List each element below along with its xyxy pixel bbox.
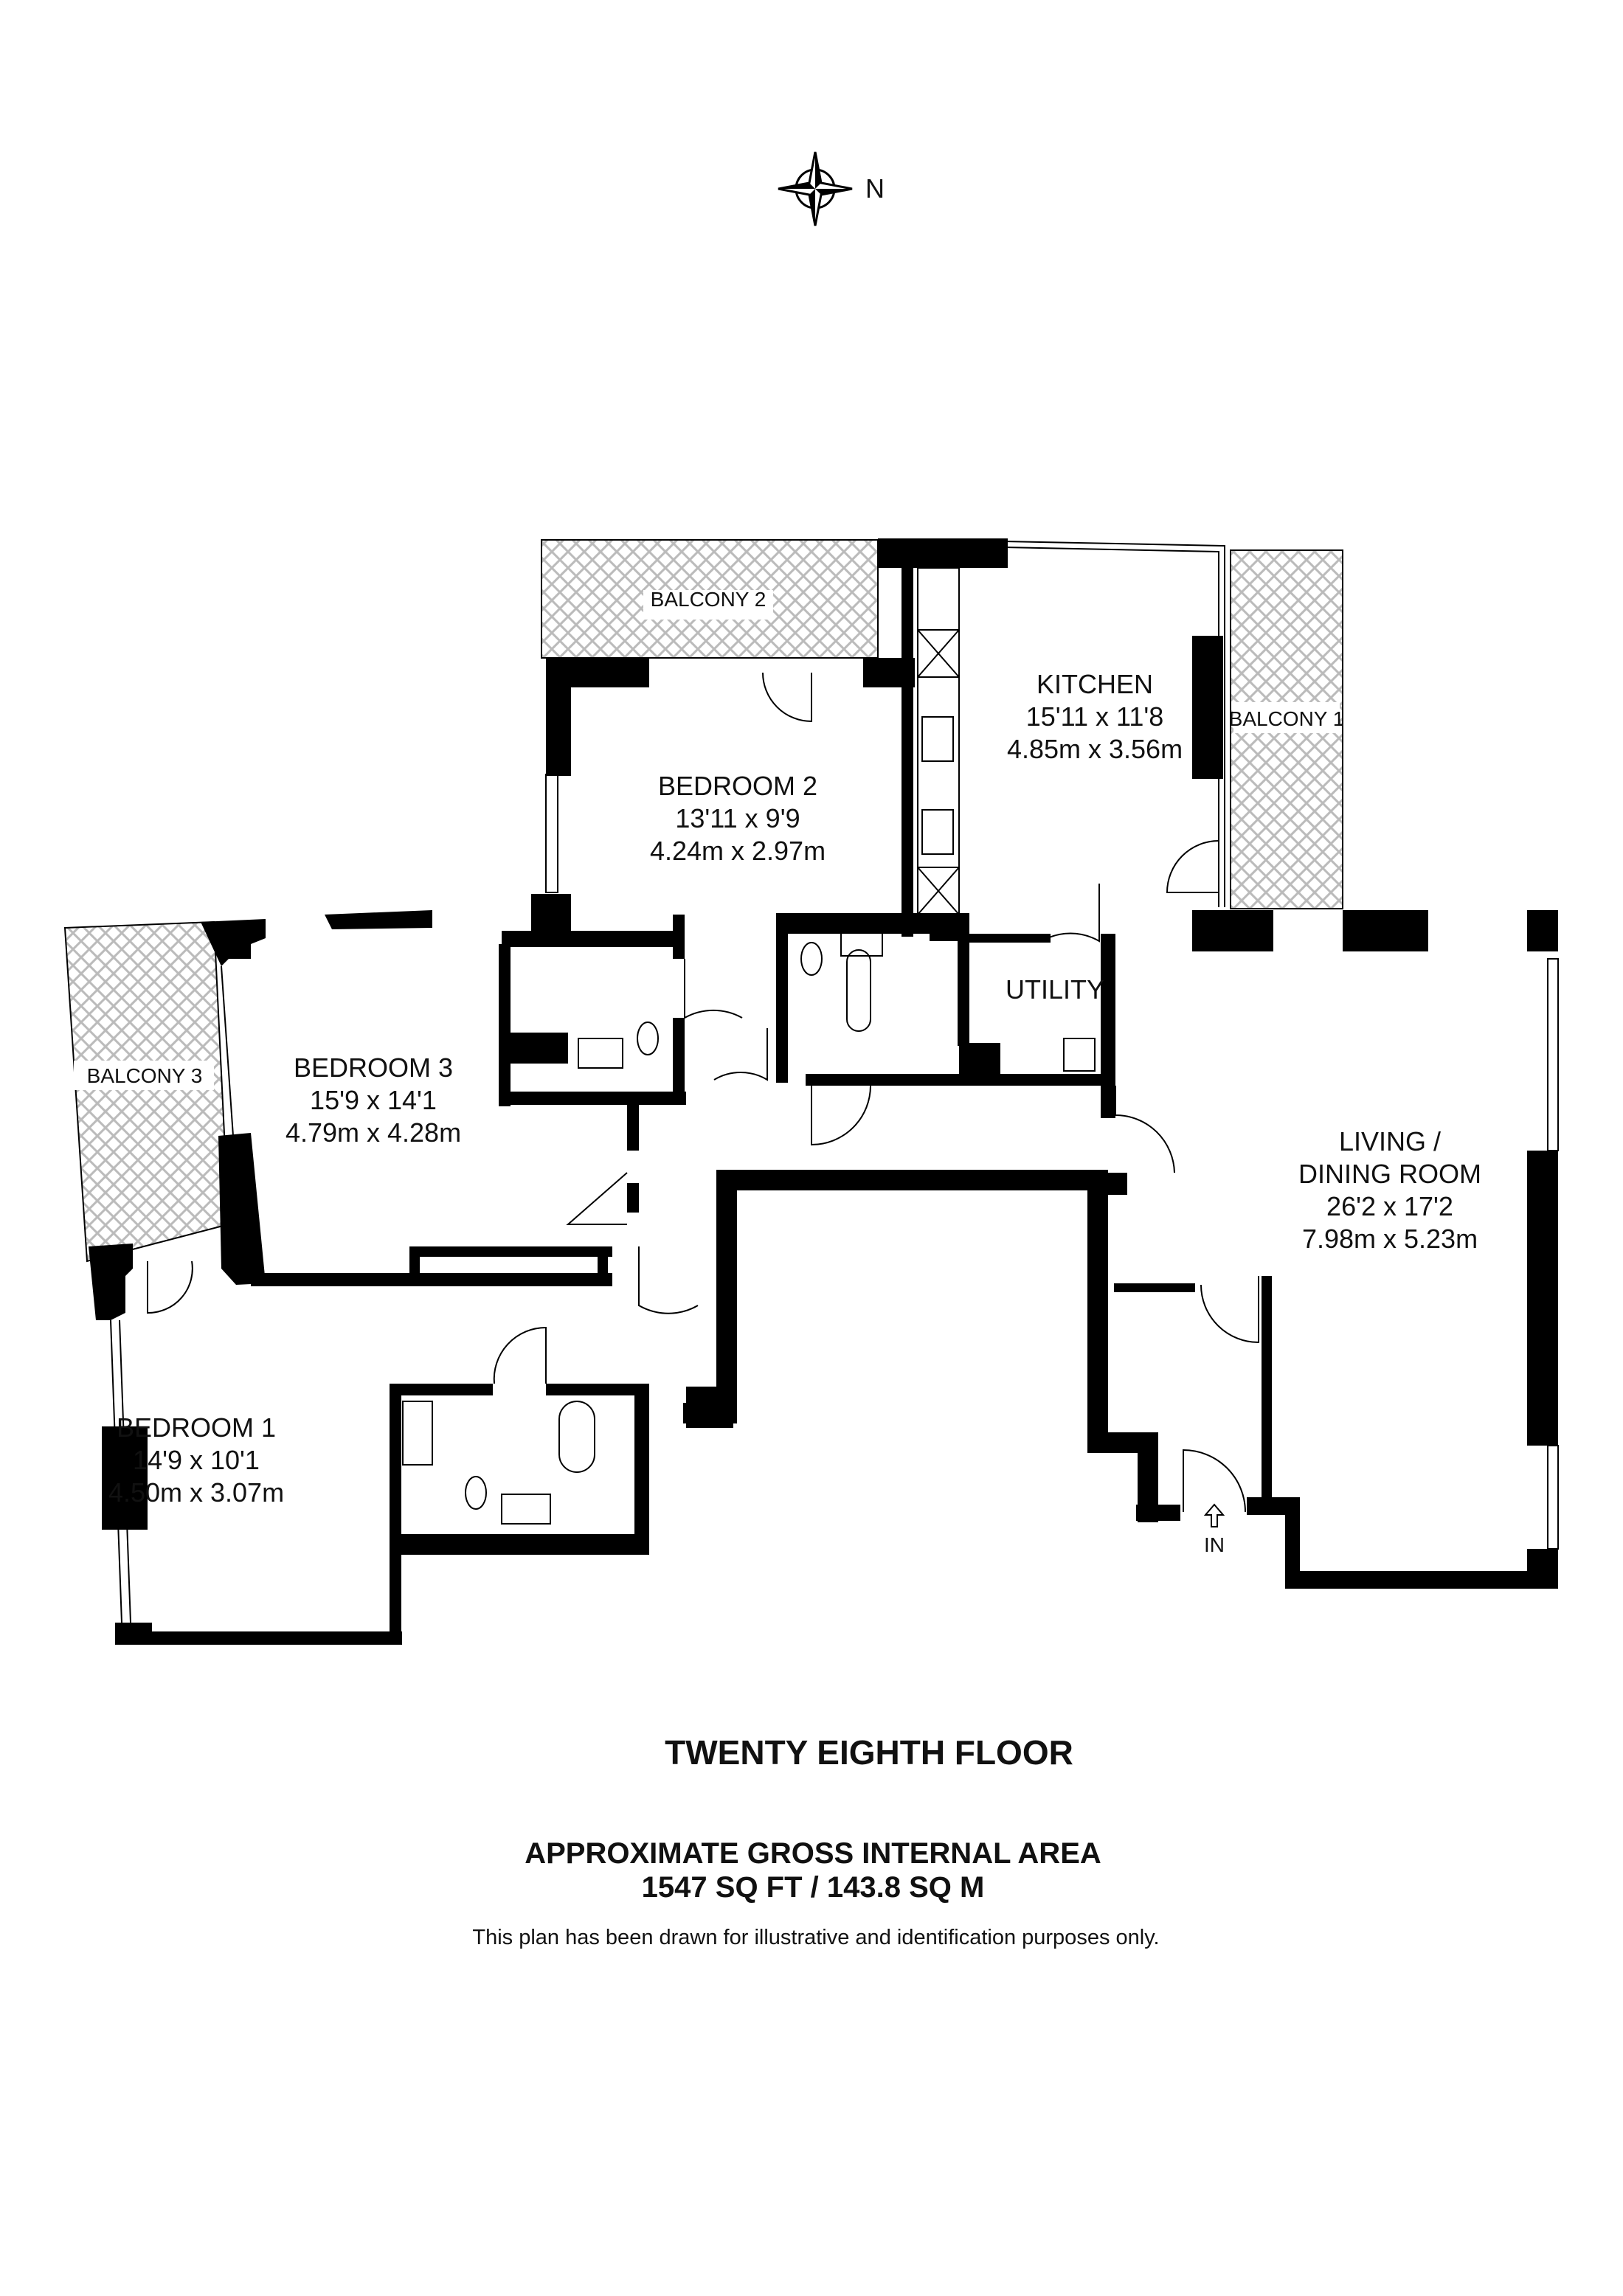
room-metric: 7.98m x 5.23m <box>1302 1224 1478 1254</box>
room-name-line-2: DINING ROOM <box>1298 1159 1481 1189</box>
room-name: LIVING / <box>1339 1126 1441 1156</box>
walls <box>89 538 1558 1645</box>
balcony-2-label: BALCONY 2 <box>651 588 766 611</box>
floor-title: TWENTY EIGHTH FLOOR <box>665 1733 1073 1772</box>
room-living-dining: LIVING / DINING ROOM 26'2 x 17'2 7.98m x… <box>1298 1126 1481 1254</box>
room-metric: 4.79m x 4.28m <box>286 1117 461 1148</box>
entrance-arrow-icon <box>1203 1503 1225 1527</box>
room-name: BEDROOM 1 <box>117 1412 276 1443</box>
room-name: BEDROOM 3 <box>294 1052 453 1083</box>
balcony-1-label: BALCONY 1 <box>1229 707 1345 730</box>
room-bedroom-1: BEDROOM 1 14'9 x 10'1 4.50m x 3.07m <box>108 1412 284 1508</box>
room-imperial: 15'9 x 14'1 <box>310 1085 437 1115</box>
room-name: BEDROOM 2 <box>658 771 817 801</box>
room-metric: 4.50m x 3.07m <box>108 1477 284 1508</box>
entrance-label: IN <box>1204 1533 1225 1556</box>
disclaimer: This plan has been drawn for illustrativ… <box>472 1926 1159 1949</box>
room-name: KITCHEN <box>1037 669 1153 699</box>
balcony-3-area <box>63 920 230 1263</box>
area-heading: APPROXIMATE GROSS INTERNAL AREA <box>525 1837 1101 1870</box>
balcony-3-label: BALCONY 3 <box>87 1064 203 1087</box>
room-bedroom-3: BEDROOM 3 15'9 x 14'1 4.79m x 4.28m <box>286 1052 461 1148</box>
room-kitchen: KITCHEN 15'11 x 11'8 4.85m x 3.56m <box>1007 669 1183 764</box>
door-swings <box>147 672 1259 1513</box>
room-bedroom-2: BEDROOM 2 13'11 x 9'9 4.24m x 2.97m <box>650 771 826 866</box>
compass-rose-icon <box>778 151 853 226</box>
room-metric: 4.24m x 2.97m <box>650 836 826 866</box>
area-value: 1547 SQ FT / 143.8 SQ M <box>642 1871 985 1904</box>
room-imperial: 14'9 x 10'1 <box>133 1445 260 1475</box>
room-metric: 4.85m x 3.56m <box>1007 734 1183 764</box>
north-label: N <box>865 173 885 204</box>
utility-label: UTILITY <box>1006 974 1104 1005</box>
fixtures <box>402 567 1096 1525</box>
room-imperial: 26'2 x 17'2 <box>1326 1191 1453 1221</box>
balcony-2-area <box>541 539 879 659</box>
room-imperial: 15'11 x 11'8 <box>1026 701 1164 732</box>
room-imperial: 13'11 x 9'9 <box>675 803 800 833</box>
